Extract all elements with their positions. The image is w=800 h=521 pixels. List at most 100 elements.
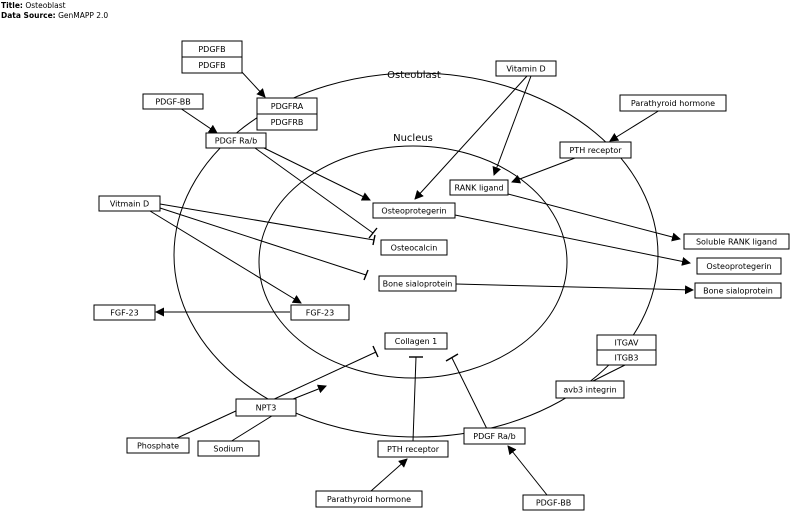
edge-pdgfrab-to-opg bbox=[263, 147, 371, 201]
node-label: PTH receptor bbox=[569, 146, 622, 155]
node-vitd-top[interactable]: Vitamin D bbox=[495, 60, 557, 77]
edge-pdgfrab-inhibits-osteocalcin bbox=[254, 147, 374, 234]
node-label: Phosphate bbox=[137, 442, 179, 451]
node-label: Osteoprotegerin bbox=[706, 262, 771, 271]
node-itgav[interactable]: ITGAV bbox=[596, 334, 657, 351]
edge-pthr-bot-inhibits-collagen bbox=[412, 356, 417, 442]
node-pdgfrb[interactable]: PDGFRB bbox=[256, 113, 318, 131]
edge-phosphate-to-npt3 bbox=[174, 409, 239, 440]
pathway-title: Osteoblast bbox=[25, 1, 66, 10]
node-npt3[interactable]: NPT3 bbox=[235, 398, 297, 417]
node-label: Vitamin D bbox=[506, 65, 545, 74]
node-label: PDGF Ra/b bbox=[473, 432, 515, 441]
node-label: RANK ligand bbox=[454, 184, 503, 193]
edge-opg-to-opg-out bbox=[454, 214, 691, 266]
node-box bbox=[126, 437, 190, 454]
node-phosphate[interactable]: Phosphate bbox=[126, 437, 190, 454]
node-box bbox=[205, 132, 267, 149]
node-pthr-top[interactable]: PTH receptor bbox=[559, 141, 632, 159]
node-bsp-in[interactable]: Bone sialoprotein bbox=[378, 275, 457, 292]
edge-pdgfbb-to-pdgfrab bbox=[179, 107, 218, 134]
edge-bsp-to-bsp-out bbox=[455, 283, 694, 295]
node-label: Vitmain D bbox=[110, 200, 149, 209]
node-bsp-out[interactable]: Bone sialoprotein bbox=[694, 282, 782, 299]
node-label: Parathyroid hormone bbox=[327, 495, 411, 504]
node-pdgfrab-bot[interactable]: PDGF Ra/b bbox=[463, 427, 526, 445]
node-osteocalcin[interactable]: Osteocalcin bbox=[380, 239, 448, 256]
tbar-collagen-pdgfrab bbox=[445, 353, 459, 362]
pathway-header: Title: Osteoblast Data Source: GenMAPP 2… bbox=[1, 1, 108, 21]
node-label: PDGF-BB bbox=[536, 499, 571, 508]
title-row: Title: Osteoblast bbox=[1, 1, 108, 11]
source-row: Data Source: GenMAPP 2.0 bbox=[1, 11, 108, 21]
edge-vitd-left-inhibits-osteocalcin bbox=[159, 203, 375, 241]
node-label: ITGB3 bbox=[614, 354, 638, 363]
node-pdgfbb-bot[interactable]: PDGF-BB bbox=[522, 494, 585, 511]
node-pthr-bot[interactable]: PTH receptor bbox=[377, 440, 449, 458]
node-label: PTH receptor bbox=[387, 445, 440, 454]
nucleus-membrane bbox=[258, 145, 568, 379]
nucleus-label: Nucleus bbox=[393, 133, 433, 144]
node-box bbox=[235, 398, 297, 417]
node-box bbox=[380, 239, 448, 256]
node-box bbox=[256, 113, 318, 131]
edge-vitd-left-inhibits-bsp bbox=[159, 207, 367, 276]
edge-vitd-left-to-fgf23 bbox=[149, 210, 302, 304]
node-pdgfra[interactable]: PDGFRA bbox=[256, 97, 318, 115]
node-box bbox=[683, 233, 790, 250]
node-opg-in[interactable]: Osteoprotegerin bbox=[372, 202, 456, 219]
node-fgf23-out[interactable]: FGF-23 bbox=[93, 304, 156, 321]
node-label: Bone sialoprotein bbox=[383, 280, 453, 289]
node-box bbox=[495, 60, 557, 77]
node-pdgfrab-top[interactable]: PDGF Ra/b bbox=[205, 132, 267, 149]
interaction-edges bbox=[149, 69, 694, 496]
node-box bbox=[555, 380, 625, 399]
tbar-bsp bbox=[363, 269, 369, 281]
node-box bbox=[372, 202, 456, 219]
node-itgb3[interactable]: ITGB3 bbox=[596, 349, 657, 366]
node-label: PDGF Ra/b bbox=[215, 137, 257, 146]
node-box bbox=[696, 257, 782, 275]
node-label: PDGF-BB bbox=[155, 98, 190, 107]
node-box bbox=[378, 275, 457, 292]
node-label: Bone sialoprotein bbox=[703, 287, 773, 296]
edge-rankl-to-srankl bbox=[507, 193, 681, 242]
node-collagen[interactable]: Collagen 1 bbox=[384, 332, 448, 350]
node-vitd-left[interactable]: Vitmain D bbox=[98, 195, 161, 212]
node-label: PDGFRB bbox=[271, 118, 304, 127]
node-pdgfb1[interactable]: PDGFB bbox=[181, 40, 243, 58]
tbar-osteocalcin-left bbox=[372, 234, 376, 246]
node-label: Soluble RANK ligand bbox=[696, 238, 777, 247]
edge-npt3-inhibits-collagen bbox=[269, 351, 377, 402]
node-rankl[interactable]: RANK ligand bbox=[449, 179, 509, 196]
osteoblast-cell-label: Osteoblast bbox=[387, 70, 441, 81]
node-label: FGF-23 bbox=[306, 309, 334, 318]
node-box bbox=[142, 93, 204, 110]
node-box bbox=[596, 349, 657, 366]
source-label: Data Source: bbox=[1, 11, 56, 20]
node-pth-top[interactable]: Parathyroid hormone bbox=[619, 94, 727, 112]
node-label: ITGAV bbox=[615, 339, 639, 348]
node-label: PDGFRA bbox=[271, 102, 304, 111]
node-box bbox=[377, 440, 449, 458]
node-label: PDGFB bbox=[198, 45, 225, 54]
tbar-collagen-npt3 bbox=[372, 345, 379, 358]
node-fgf23-in[interactable]: FGF-23 bbox=[290, 304, 350, 321]
node-box bbox=[197, 440, 260, 457]
node-avb3[interactable]: avb3 integrin bbox=[555, 380, 625, 399]
edge-pthr-to-rankl bbox=[511, 157, 576, 184]
node-box bbox=[384, 332, 448, 350]
node-pdgfbb-top[interactable]: PDGF-BB bbox=[142, 93, 204, 110]
node-pth-bot[interactable]: Parathyroid hormone bbox=[315, 490, 423, 508]
node-srankl[interactable]: Soluble RANK ligand bbox=[683, 233, 790, 250]
node-opg-out[interactable]: Osteoprotegerin bbox=[696, 257, 782, 275]
title-label: Title: bbox=[1, 1, 23, 10]
edge-pdgfrab-bot-inhibits-collagen bbox=[451, 357, 488, 430]
edge-pdgfb-to-pdgfra bbox=[239, 69, 266, 98]
osteoblast-cell-membrane bbox=[173, 72, 659, 438]
node-label: Sodium bbox=[213, 445, 243, 454]
edge-pdgfbb-to-pdgfrab-bot bbox=[507, 445, 548, 496]
node-pdgfb2[interactable]: PDGFB bbox=[181, 56, 243, 74]
node-sodium[interactable]: Sodium bbox=[197, 440, 260, 457]
